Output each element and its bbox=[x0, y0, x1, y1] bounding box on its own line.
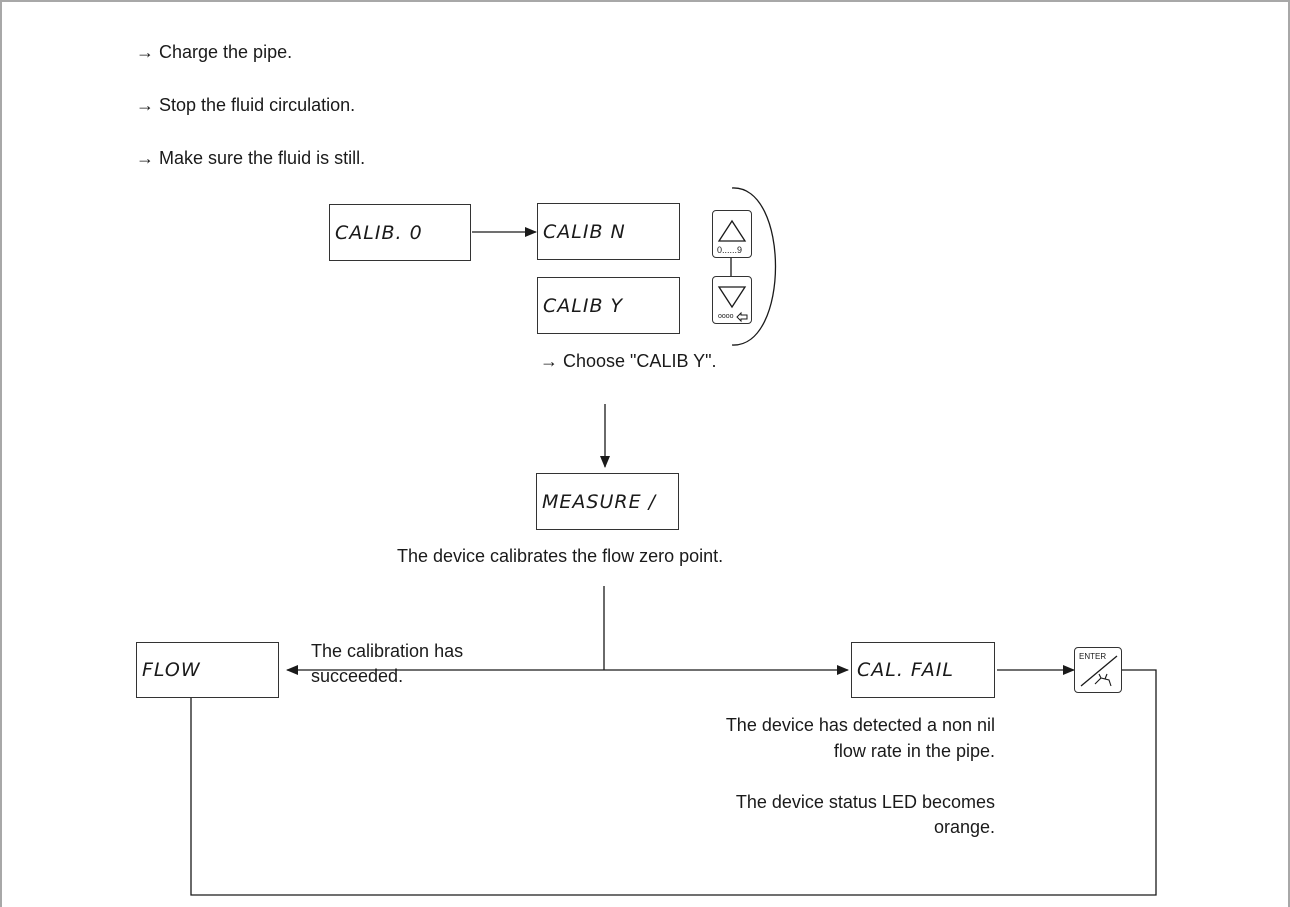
led-orange-text-line2: orange. bbox=[933, 817, 995, 837]
choose-calib-y-text: → Choose "CALIB Y". bbox=[540, 351, 717, 371]
down-arrow-icon bbox=[717, 286, 748, 323]
enter-key[interactable]: ENTER bbox=[1074, 647, 1122, 693]
step-stop-circulation: → Stop the fluid circulation. bbox=[136, 95, 356, 115]
display-calib-0: CALIB. 0 bbox=[329, 204, 471, 261]
detected-text-line2: flow rate in the pipe. bbox=[833, 741, 995, 761]
frame-right-border bbox=[1288, 0, 1290, 907]
step-charge-pipe: → Charge the pipe. bbox=[136, 42, 293, 62]
display-measure: MEASURE / bbox=[536, 473, 679, 530]
enter-hand-icon bbox=[1080, 655, 1118, 687]
display-calib-n: CALIB N bbox=[537, 203, 680, 260]
back-arrow-icon bbox=[736, 311, 748, 323]
detected-text-line1: The device has detected a non nil bbox=[725, 715, 995, 735]
up-arrow-icon bbox=[717, 219, 747, 242]
down-key[interactable]: oooo bbox=[712, 276, 752, 324]
led-orange-text-line1: The device status LED becomes bbox=[735, 792, 995, 812]
up-key[interactable]: 0......9 bbox=[712, 210, 752, 258]
step-fluid-still: → Make sure the fluid is still. bbox=[136, 148, 366, 168]
display-calib-y: CALIB Y bbox=[537, 277, 680, 334]
up-key-label: 0......9 bbox=[717, 245, 743, 255]
display-cal-fail: CAL. FAIL bbox=[851, 642, 995, 698]
succeeded-text-line2: succeeded. bbox=[311, 666, 404, 686]
display-flow: FLOW bbox=[136, 642, 279, 698]
down-key-label: oooo bbox=[718, 313, 734, 320]
succeeded-text-line1: The calibration has bbox=[311, 641, 464, 661]
frame-left-border bbox=[0, 0, 2, 907]
cycle-bracket bbox=[731, 187, 776, 346]
enter-key-label: ENTER bbox=[1079, 652, 1107, 661]
frame-top-border bbox=[0, 0, 1290, 2]
return-loop-line bbox=[190, 669, 1157, 896]
calibrates-zero-text: The device calibrates the flow zero poin… bbox=[397, 546, 724, 566]
